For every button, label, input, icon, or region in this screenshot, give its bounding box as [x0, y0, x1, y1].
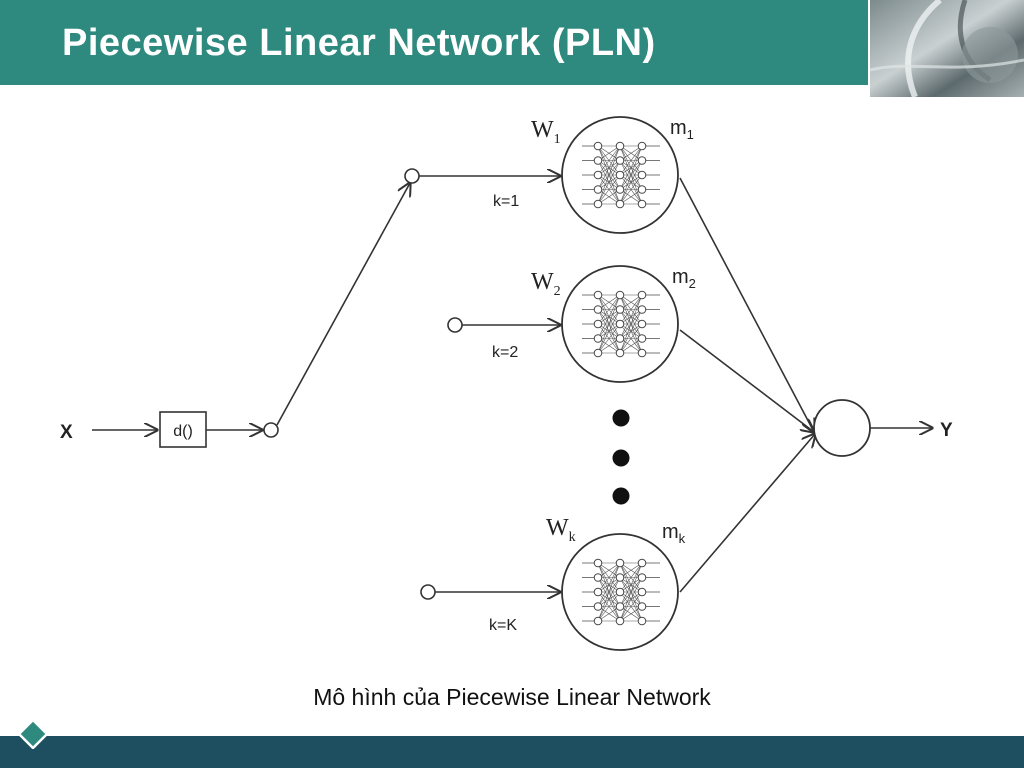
branchk-model-label: mk	[662, 521, 686, 546]
distance-block: d()	[159, 411, 207, 448]
branchk-k-label: k=K	[489, 617, 517, 634]
branch1-weight-label: W1	[531, 117, 561, 147]
branchk-weight-label: Wk	[546, 515, 576, 545]
branch1-output-arrow	[679, 177, 814, 432]
branch2-weight-label: W2	[531, 269, 561, 299]
diamond-logo-icon	[18, 719, 48, 749]
distance-block-label: d()	[173, 423, 193, 440]
sum-node	[813, 399, 871, 457]
ellipsis-dot-2	[612, 449, 630, 467]
corner-decoration-image	[870, 0, 1024, 97]
switch-arm	[276, 183, 410, 426]
pln-diagram: X d() k=1 W1 m1 k=2 W2 m2 k=K Wk mk Y	[60, 116, 953, 651]
branch2-k-label: k=2	[492, 344, 518, 361]
diagram-caption: Mô hình của Piecewise Linear Network	[313, 684, 711, 710]
mini-network-2	[582, 290, 660, 358]
branchk-output-arrow	[679, 434, 815, 593]
branch1-input-node	[404, 168, 420, 184]
mini-network-glyphs	[582, 141, 660, 626]
input-label-x: X	[60, 422, 73, 443]
branch1-model-label: m1	[670, 117, 694, 142]
branch2-input-node	[447, 317, 463, 333]
branch2-output-arrow	[679, 329, 814, 432]
ellipsis-dot-3	[612, 487, 630, 505]
branch1-k-label: k=1	[493, 193, 519, 210]
mini-network-1	[582, 141, 660, 209]
mini-network-3	[582, 558, 660, 626]
branchk-input-node	[420, 584, 436, 600]
title-bar: Piecewise Linear Network (PLN)	[0, 0, 868, 85]
slide-title: Piecewise Linear Network (PLN)	[62, 22, 656, 64]
branch2-model-label: m2	[672, 266, 696, 291]
output-label-y: Y	[940, 420, 953, 441]
footer-bar	[0, 736, 1024, 768]
ellipsis-dot-1	[612, 409, 630, 427]
switch-pivot-node	[263, 422, 279, 438]
